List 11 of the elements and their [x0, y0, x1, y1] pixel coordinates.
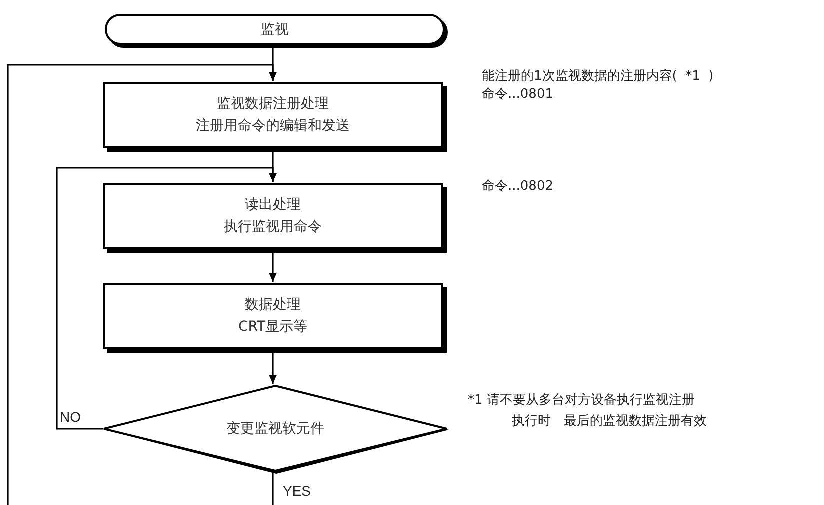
decision-diamond: 变更监视软元件: [103, 385, 448, 473]
note-text: 命令...0801: [482, 86, 554, 104]
note-text: *1 请不要从多台对方设备执行监视注册: [468, 392, 695, 410]
note-text: 命令...0802: [482, 178, 554, 196]
terminal-shape: 监视: [105, 14, 445, 45]
arrow: [7, 64, 277, 505]
note-text: 执行时 最后的监视数据注册有效: [512, 413, 707, 431]
arrow: [56, 167, 277, 430]
arrow: [269, 253, 277, 282]
note-text: 能注册的1次监视数据的注册内容( *1 ): [482, 68, 714, 86]
arrow: [269, 353, 277, 384]
